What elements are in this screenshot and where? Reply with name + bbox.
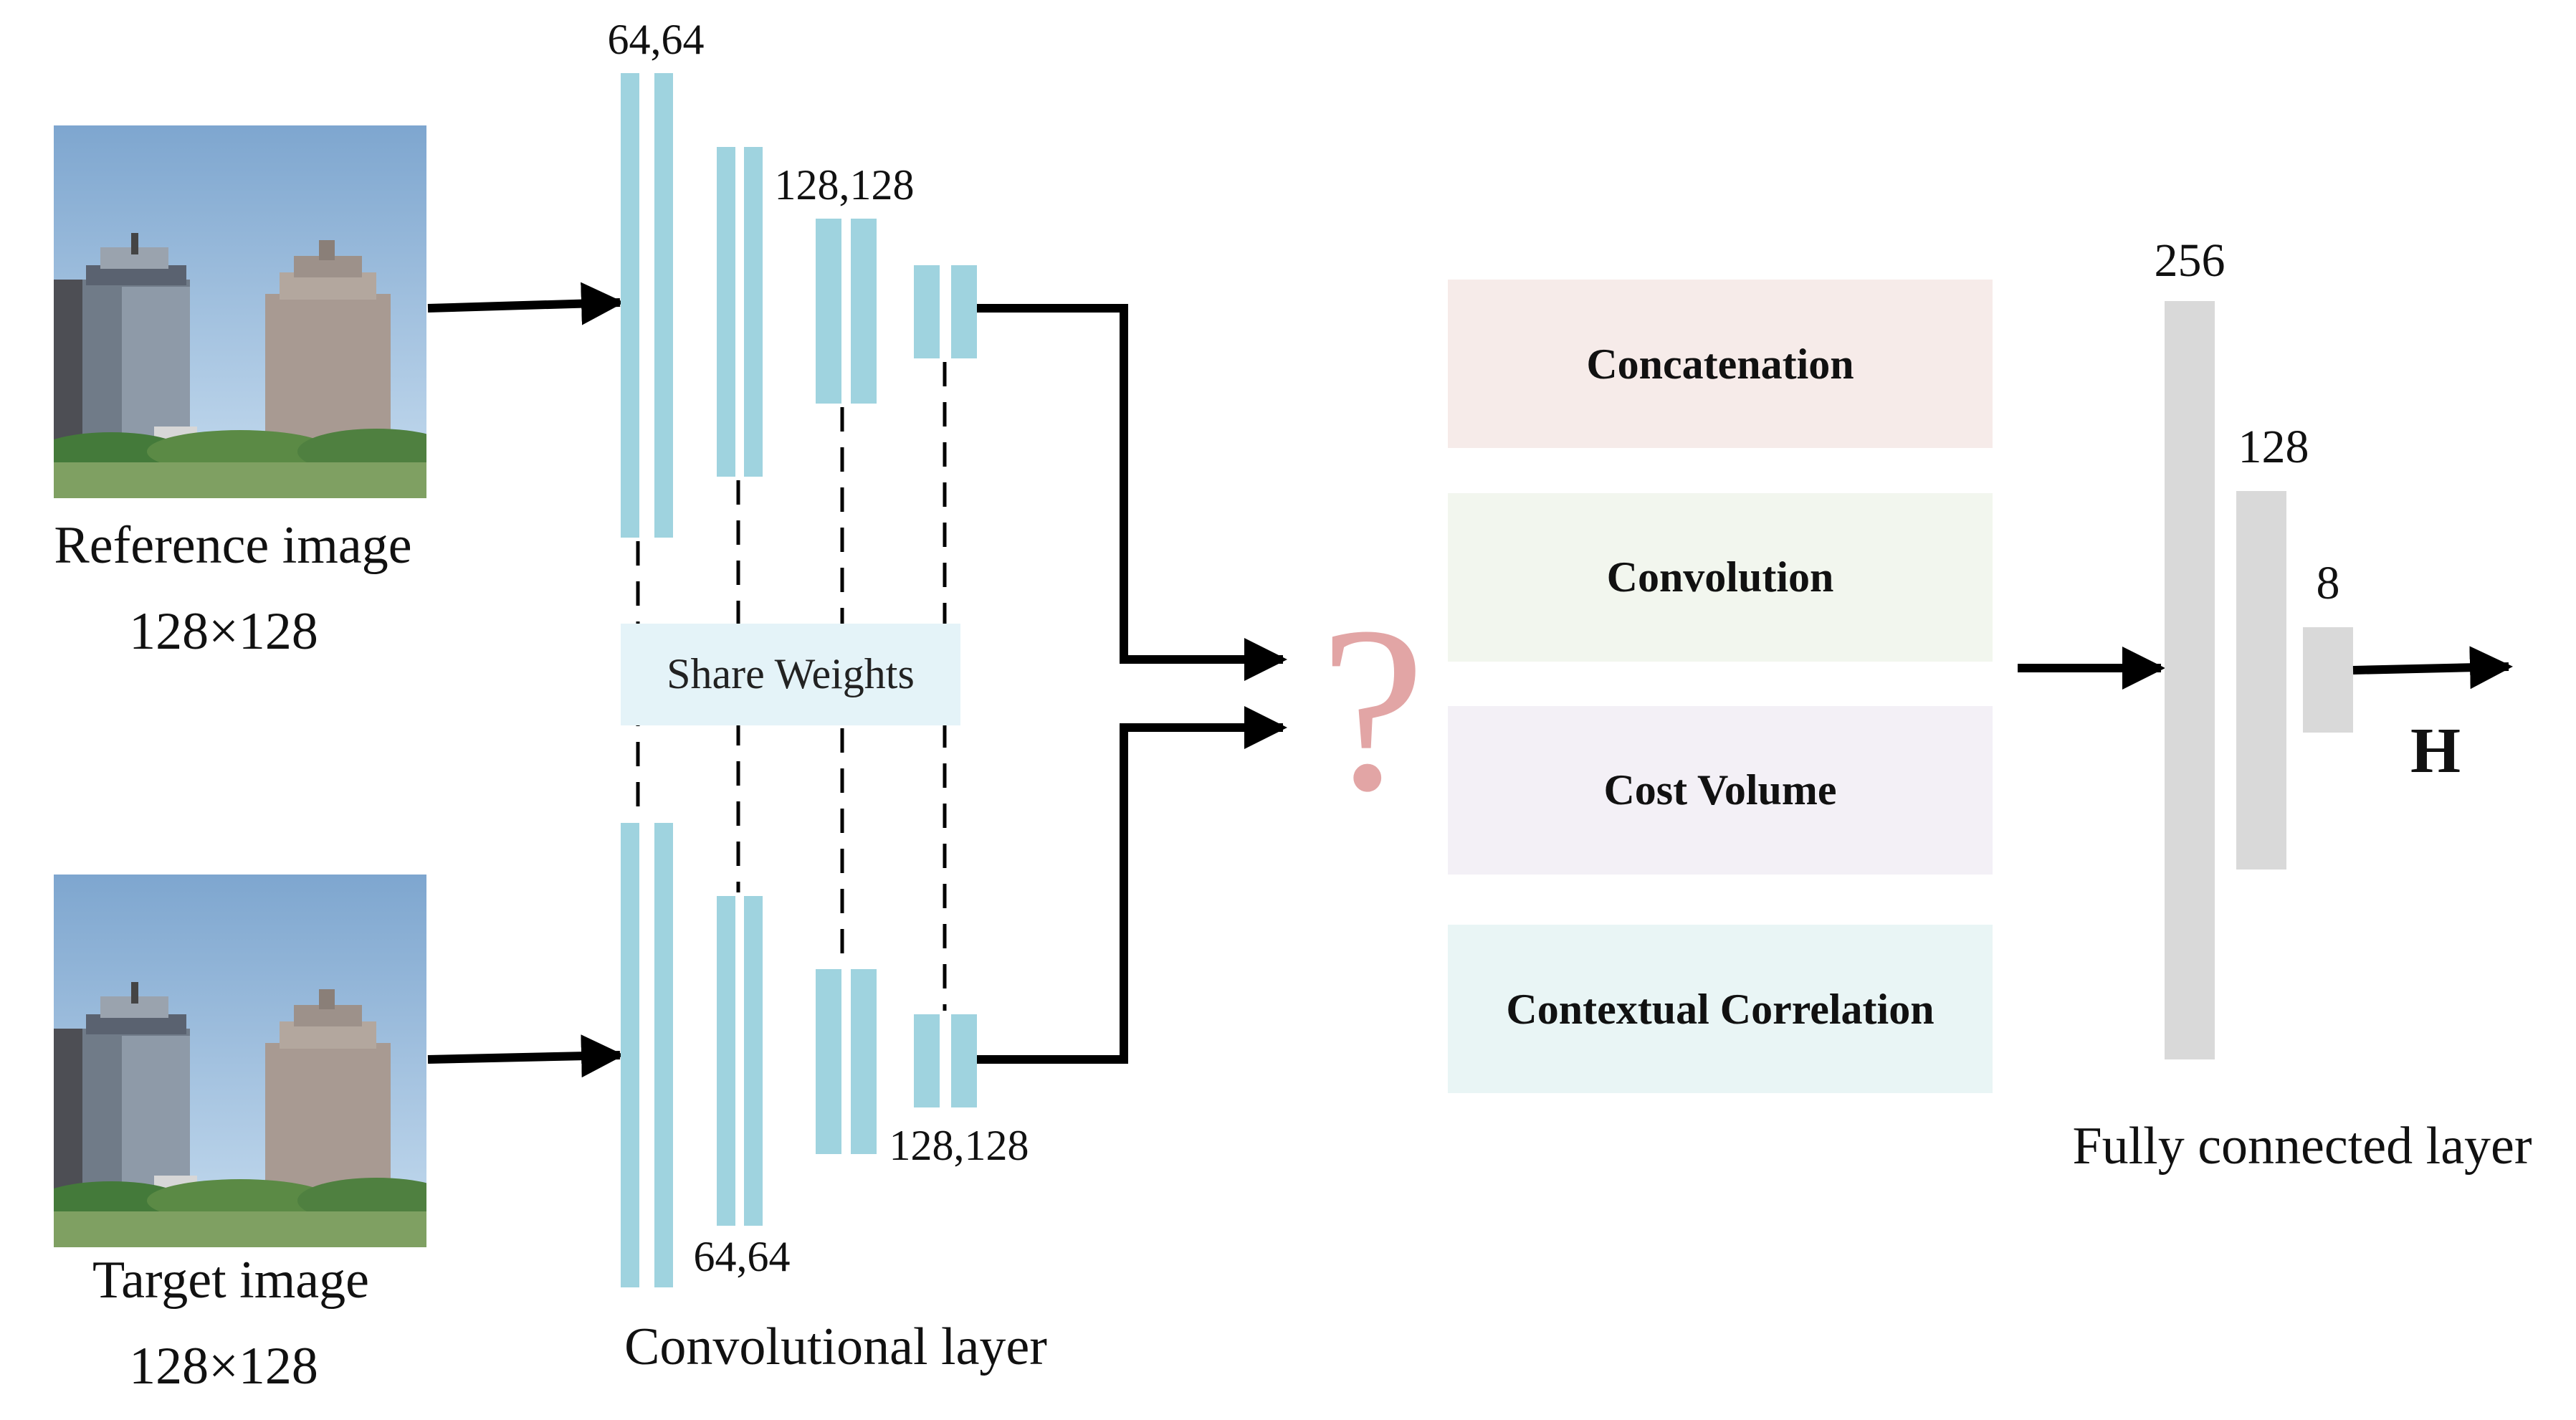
- fusion-options: Concatenation Convolution Cost Volume Co…: [1448, 280, 1993, 1093]
- fc-units-128: 128: [2238, 421, 2309, 473]
- conv-top-label-2: 128,128: [775, 161, 915, 209]
- reference-image-size: 128×128: [129, 602, 318, 661]
- feature-path-top: [977, 304, 1287, 681]
- conv-bar: [621, 823, 639, 1287]
- conv-bar: [951, 1014, 977, 1107]
- output-arrow: [2352, 646, 2513, 690]
- option-cost-volume-box: [1448, 706, 1993, 875]
- output-h: H: [2410, 715, 2461, 786]
- reference-image: [54, 125, 426, 498]
- fc-caption: Fully connected layer: [2072, 1117, 2532, 1176]
- input-arrow-bottom: [427, 1034, 624, 1078]
- target-image-size: 128×128: [129, 1337, 318, 1396]
- feature-path-bottom: [977, 706, 1287, 1064]
- conv-bar: [744, 896, 763, 1226]
- conv-bottom-label-1: 128,128: [889, 1122, 1029, 1169]
- conv-bar: [717, 896, 735, 1226]
- input-arrow-top: [427, 282, 624, 325]
- share-weights-box: [621, 624, 960, 725]
- share-weights-label: Share Weights: [667, 650, 915, 697]
- conv-bar: [914, 1014, 940, 1107]
- conv-bar: [851, 969, 877, 1154]
- conv-top-label-1: 64,64: [608, 16, 705, 63]
- conv-bar: [717, 147, 735, 477]
- conv-bar: [851, 219, 877, 404]
- fc-layers: [2165, 301, 2353, 1059]
- conv-bar: [951, 265, 977, 358]
- target-image: [54, 875, 426, 1247]
- conv-bar: [914, 265, 940, 358]
- conv-bar: [654, 73, 673, 538]
- fc-bar-8: [2303, 627, 2353, 733]
- fc-units-8: 8: [2317, 557, 2340, 609]
- conv-bar: [654, 823, 673, 1287]
- conv-bar: [744, 147, 763, 477]
- fc-units-256: 256: [2155, 234, 2226, 287]
- reference-image-label: Reference image: [54, 516, 411, 575]
- option-concatenation: Concatenation: [1586, 340, 1854, 388]
- conv-bar: [816, 969, 841, 1154]
- option-concatenation-box: [1448, 280, 1993, 448]
- conv-layer-caption: Convolutional layer: [624, 1317, 1047, 1376]
- conv-bottom-label-2: 64,64: [694, 1233, 791, 1280]
- conv-stack-bottom: [621, 823, 977, 1287]
- option-cost-volume: Cost Volume: [1603, 766, 1836, 814]
- option-contextual-correlation-box: [1448, 925, 1993, 1093]
- target-image-label: Target image: [92, 1251, 369, 1310]
- fc-bar-128: [2236, 491, 2286, 869]
- option-convolution-box: [1448, 493, 1993, 662]
- option-convolution: Convolution: [1607, 553, 1834, 601]
- conv-stack-top: [621, 73, 977, 538]
- conv-bar: [816, 219, 841, 404]
- fusion-question-mark: ?: [1320, 578, 1425, 840]
- conv-bar: [621, 73, 639, 538]
- option-contextual-correlation: Contextual Correlation: [1506, 986, 1934, 1033]
- fc-bar-256: [2165, 301, 2215, 1059]
